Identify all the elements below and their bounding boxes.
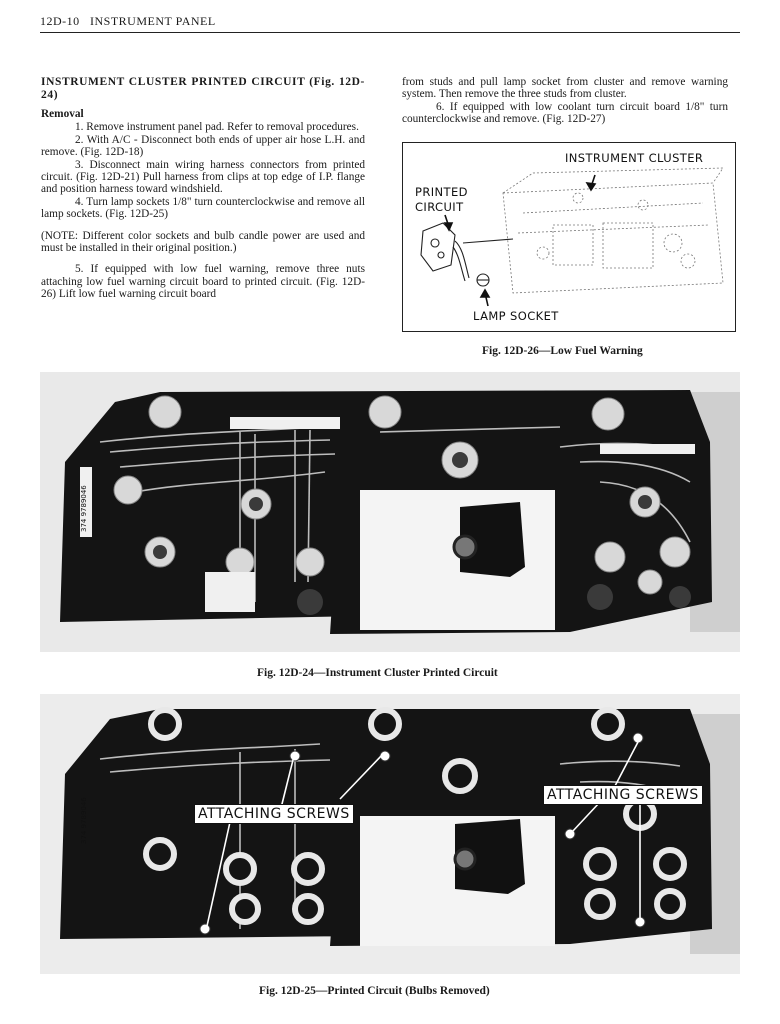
step-6: 6. If equipped with low coolant turn cir…: [402, 100, 728, 126]
label-printed: PRINTED: [415, 185, 468, 199]
step-4: 4. Turn lamp sockets 1/8" turn countercl…: [41, 195, 365, 221]
printed-circuit-board-image: 374 9789046: [40, 372, 740, 652]
section-heading: INSTRUMENT CLUSTER PRINTED CIRCUIT (Fig.…: [41, 76, 365, 101]
low-fuel-warning-drawing: [420, 167, 724, 307]
section-title: INSTRUMENT PANEL: [90, 14, 216, 28]
label-circuit: CIRCUIT: [415, 200, 464, 214]
step-3: 3. Disconnect main wiring harness connec…: [41, 158, 365, 196]
step-5-continued: from studs and pull lamp socket from clu…: [402, 76, 728, 101]
callout-attaching-screws-right: ATTACHING SCREWS: [543, 785, 703, 805]
right-column: from studs and pull lamp socket from clu…: [402, 76, 728, 126]
step-2: 2. With A/C - Disconnect both ends of up…: [41, 133, 365, 159]
label-lamp-socket: LAMP SOCKET: [473, 309, 559, 323]
figure-26-caption: Fig. 12D-26—Low Fuel Warning: [482, 345, 643, 357]
figure-24-caption: Fig. 12D-24—Instrument Cluster Printed C…: [257, 667, 498, 679]
board-part-number: 374 9789046: [80, 485, 88, 532]
board-part-number-2: 374 9789046: [80, 797, 88, 844]
figure-printed-circuit-photo: 374 9789046: [40, 372, 740, 652]
page-number: 12D-10: [40, 14, 80, 28]
figure-bulbs-removed-photo: 374 9789046 ATTACHING SCREWS ATTACHING S…: [40, 694, 740, 974]
figure-low-fuel-warning: INSTRUMENT CLUSTER PRINTED CIRCUIT LAMP …: [402, 142, 736, 332]
note: (NOTE: Different color sockets and bulb …: [41, 229, 365, 255]
step-5: 5. If equipped with low fuel warning, re…: [41, 263, 365, 301]
page-header: 12D-10 INSTRUMENT PANEL: [40, 10, 740, 33]
figure-25-caption: Fig. 12D-25—Printed Circuit (Bulbs Remov…: [259, 985, 490, 997]
step-1: 1. Remove instrument panel pad. Refer to…: [75, 121, 359, 134]
callout-attaching-screws-left: ATTACHING SCREWS: [194, 804, 354, 824]
left-column: INSTRUMENT CLUSTER PRINTED CIRCUIT (Fig.…: [41, 76, 365, 301]
removal-heading: Removal: [41, 108, 84, 120]
printed-circuit-bulbs-removed-image: 374 9789046: [40, 694, 740, 974]
label-instrument-cluster: INSTRUMENT CLUSTER: [565, 151, 704, 165]
